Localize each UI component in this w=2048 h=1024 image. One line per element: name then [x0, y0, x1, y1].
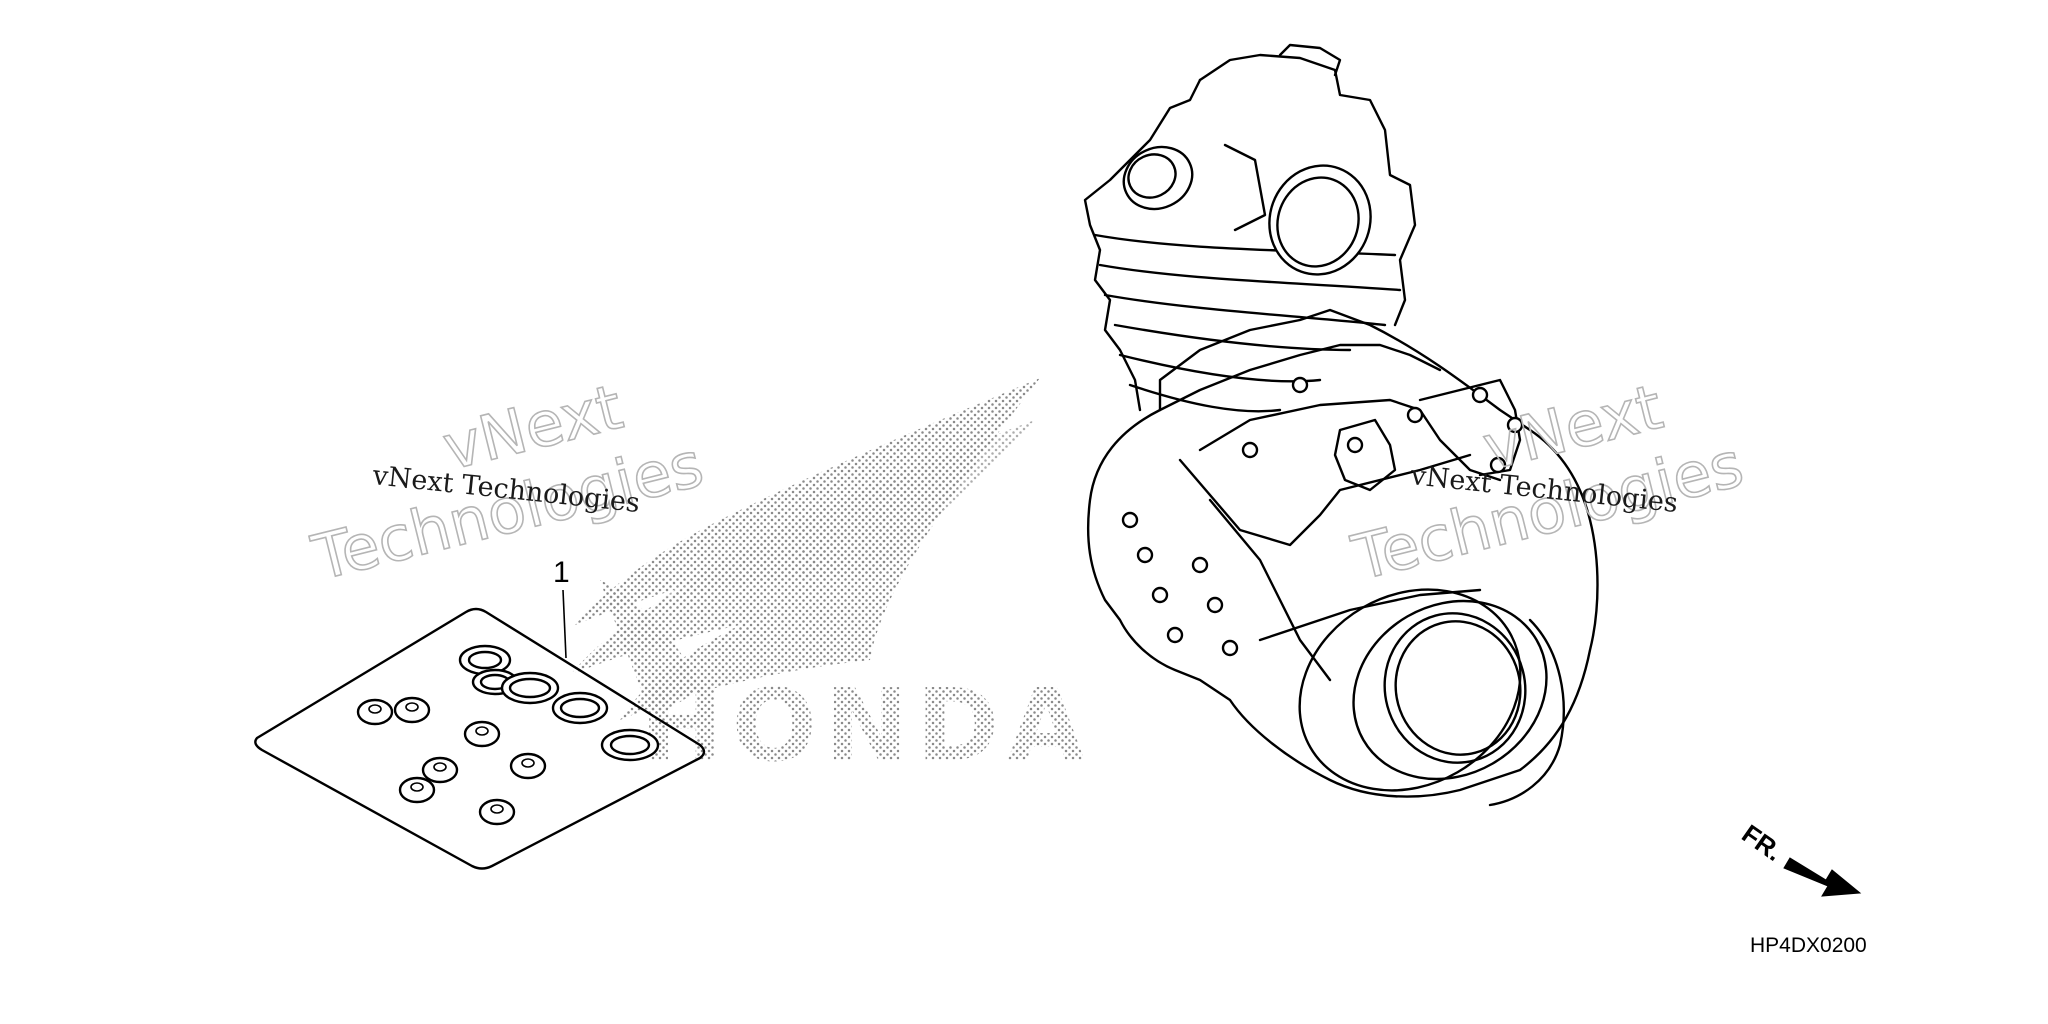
callout-number: 1 — [553, 556, 570, 589]
front-indicator: FR. — [1737, 818, 1862, 897]
honda-logo-wordmark: HONDA — [640, 667, 1093, 784]
valve-stem-seal — [478, 798, 516, 826]
callout-leader-line — [562, 589, 567, 659]
gasket-kit — [254, 607, 706, 870]
valve-stem-seal — [393, 696, 431, 724]
front-arrow-icon — [1783, 857, 1862, 897]
valve-stem-seal — [463, 720, 501, 748]
diagram-code: HP4DX0200 — [1750, 934, 1867, 957]
honda-wing-logo: HONDA — [570, 378, 1093, 784]
valve-stem-seal — [356, 698, 394, 726]
o-ring — [500, 671, 560, 705]
valve-stem-seal — [398, 776, 436, 804]
gasket-kit-bag — [254, 607, 706, 870]
valve-stem-seal — [421, 756, 459, 784]
front-indicator-label: FR. — [1737, 818, 1789, 867]
watermark-right: vNext Technologies vNext Technologies — [1344, 369, 1751, 595]
o-ring — [551, 691, 609, 725]
engine-assembly — [1083, 43, 1599, 807]
valve-stem-seal — [509, 752, 547, 780]
o-ring — [600, 728, 660, 762]
